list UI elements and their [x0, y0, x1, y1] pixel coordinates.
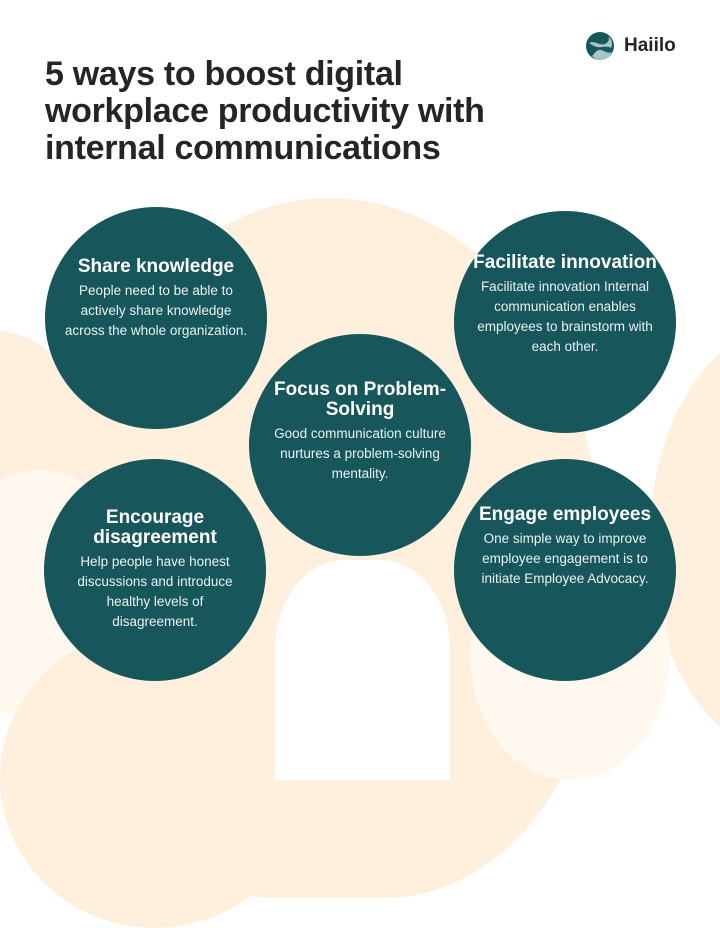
- card-body: One simple way to improve employee engag…: [481, 531, 649, 586]
- card-body: People need to be able to actively share…: [64, 283, 248, 338]
- tip-card-problem-solving: Focus on Problem-Solving Good communicat…: [249, 334, 471, 556]
- haiilo-logo-icon: [586, 32, 614, 60]
- background-gap: [275, 560, 450, 780]
- page-title: 5 ways to boost digital workplace produc…: [45, 55, 485, 167]
- card-title: Facilitate innovation: [473, 252, 657, 273]
- card-title: Focus on Problem-Solving: [273, 379, 447, 420]
- brand-logo: Haiilo: [586, 32, 676, 60]
- tip-card-share-knowledge: Share knowledge People need to be able t…: [45, 207, 267, 429]
- card-body: Good communication culture nurtures a pr…: [274, 426, 446, 481]
- tip-card-encourage-disagreement: Encourage disagreement Help people have …: [44, 459, 266, 681]
- card-title: Engage employees: [478, 504, 652, 525]
- tip-card-facilitate-innovation: Facilitate innovation Facilitate innovat…: [454, 211, 676, 433]
- card-title: Share knowledge: [77, 256, 235, 277]
- tip-card-engage-employees: Engage employees One simple way to impro…: [454, 459, 676, 681]
- card-title: Encourage disagreement: [93, 507, 217, 548]
- card-body: Help people have honest discussions and …: [77, 554, 233, 629]
- brand-name: Haiilo: [624, 35, 676, 56]
- card-body: Facilitate innovation Internal communica…: [477, 279, 653, 354]
